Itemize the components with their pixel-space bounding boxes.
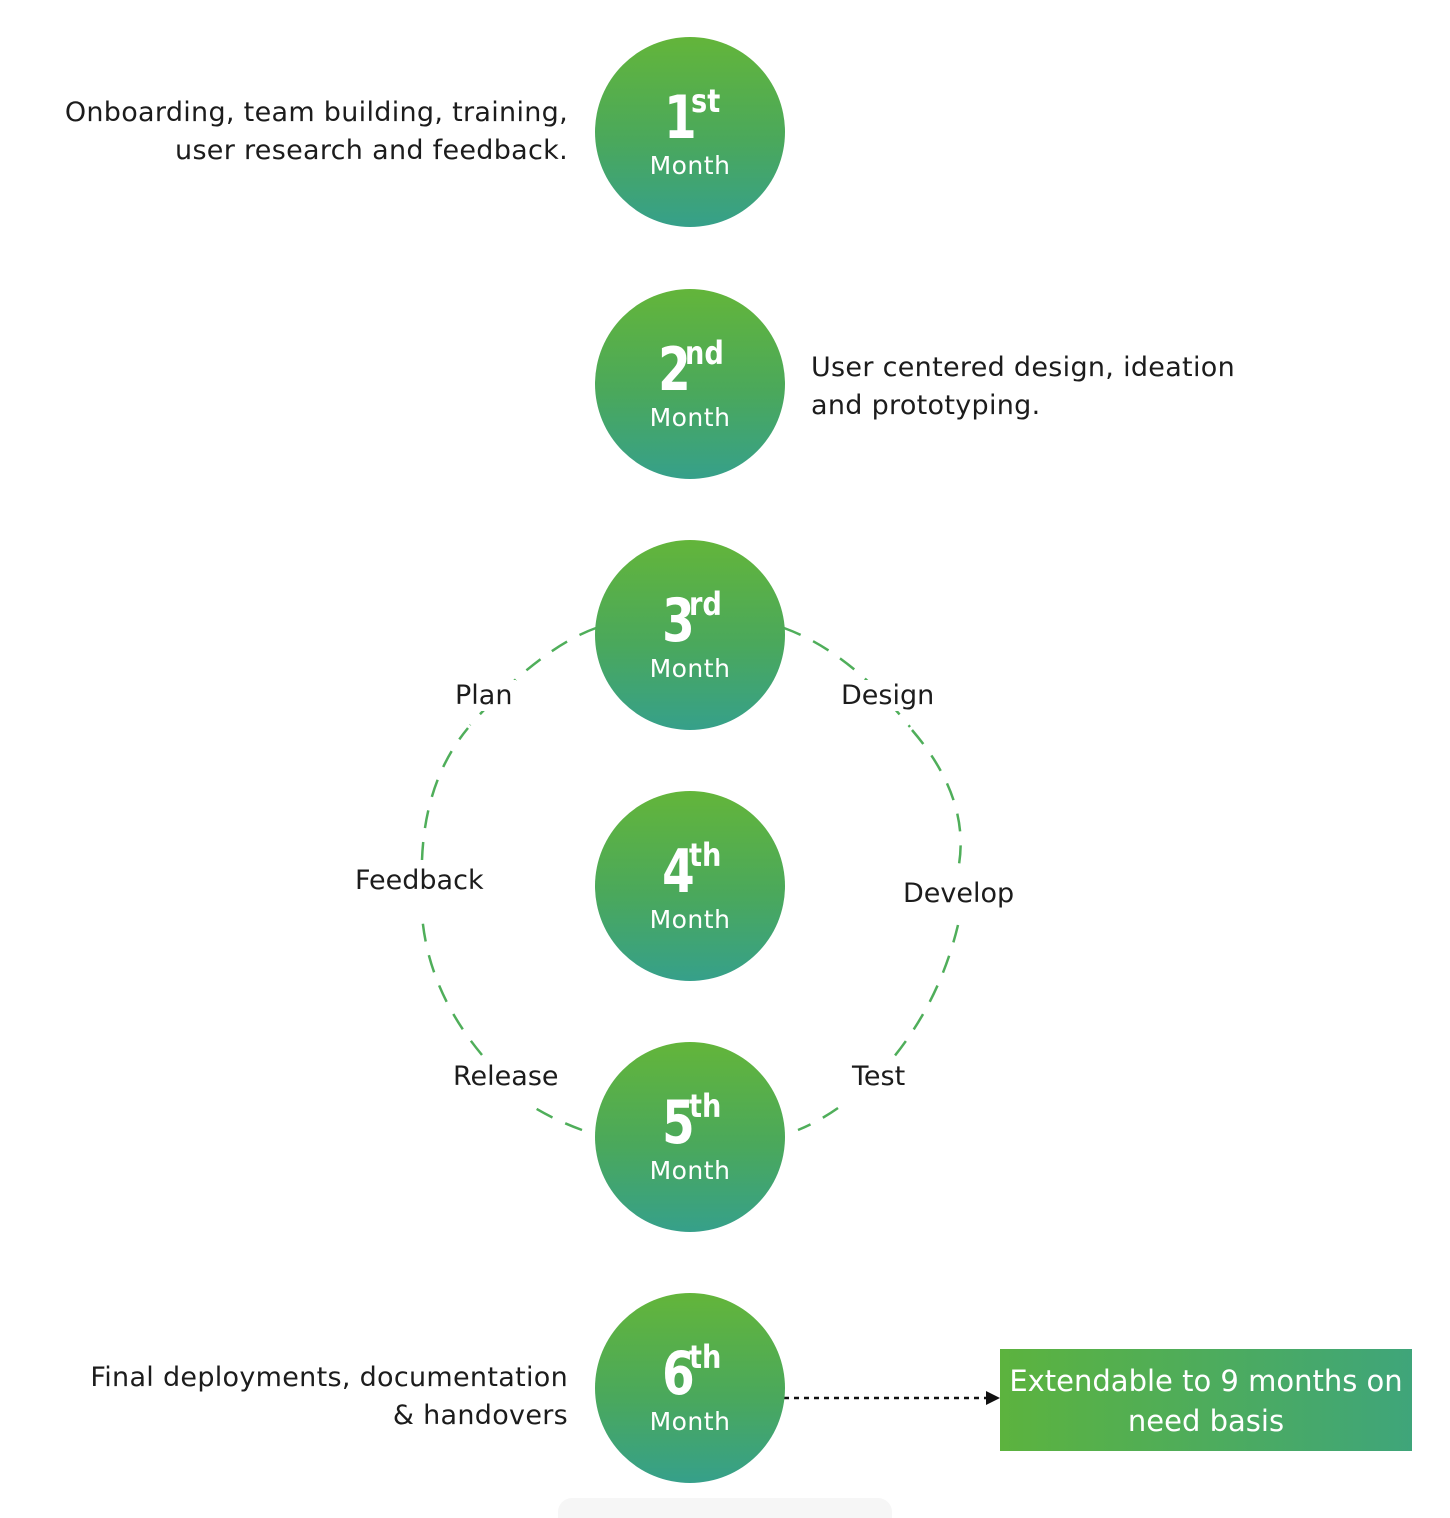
- cycle-arc-design: [783, 626, 911, 728]
- month-4-label: Month: [649, 905, 731, 934]
- month-1-label: Month: [649, 151, 731, 180]
- month-6-circle: 6th Month: [595, 1293, 785, 1483]
- connector-arrow: [784, 1391, 1000, 1405]
- month-4-circle: 4th Month: [595, 791, 785, 981]
- month-2-description: User centered design, ideation and proto…: [811, 349, 1235, 425]
- month-5-label: Month: [649, 1156, 731, 1185]
- cycle-stage-develop: Develop: [899, 878, 1019, 909]
- cycle-arc-release: [534, 1106, 583, 1132]
- cycle-arc-test: [797, 1106, 839, 1132]
- month-4-ordinal: 4th: [662, 836, 722, 907]
- extension-note-line: Extendable to 9 months on: [1009, 1364, 1403, 1398]
- description-line: User centered design, ideation: [811, 352, 1235, 383]
- month-1-description: Onboarding, team building, training, use…: [65, 94, 568, 170]
- month-2-circle: 2nd Month: [595, 289, 785, 479]
- month-6-ordinal: 6th: [662, 1338, 722, 1409]
- extension-note-box: Extendable to 9 months on need basis: [1000, 1349, 1412, 1451]
- description-line: Onboarding, team building, training,: [64, 97, 568, 128]
- cycle-arc-feedback-plan: [420, 727, 469, 861]
- month-3-label: Month: [649, 654, 731, 683]
- month-3-circle: 3rd Month: [595, 540, 785, 730]
- cycle-stage-release: Release: [449, 1061, 563, 1092]
- month-2-ordinal: 2nd: [658, 334, 724, 405]
- extension-note-line: need basis: [1127, 1404, 1285, 1438]
- description-line: and prototyping.: [811, 390, 1041, 421]
- description-line: user research and feedback.: [175, 135, 568, 166]
- month-2-label: Month: [649, 403, 731, 432]
- month-6-description: Final deployments, documentation & hando…: [90, 1359, 568, 1435]
- month-3-ordinal: 3rd: [661, 585, 722, 656]
- description-line: Final deployments, documentation: [90, 1362, 568, 1393]
- cycle-stage-plan: Plan: [451, 680, 517, 711]
- cycle-arc-develop-test: [892, 924, 960, 1059]
- bottom-edge-panel: [558, 1498, 892, 1518]
- cycle-arc-develop: [911, 729, 962, 871]
- month-5-ordinal: 5th: [662, 1087, 722, 1158]
- cycle-stage-design: Design: [837, 680, 939, 711]
- month-1-ordinal: 1st: [664, 82, 720, 153]
- month-5-circle: 5th Month: [595, 1042, 785, 1232]
- month-1-circle: 1st Month: [595, 37, 785, 227]
- cycle-arc-release-feedback: [420, 914, 483, 1056]
- cycle-stage-feedback: Feedback: [351, 865, 488, 896]
- month-6-label: Month: [649, 1407, 731, 1436]
- description-line: & handovers: [392, 1400, 568, 1431]
- cycle-stage-test: Test: [848, 1061, 910, 1092]
